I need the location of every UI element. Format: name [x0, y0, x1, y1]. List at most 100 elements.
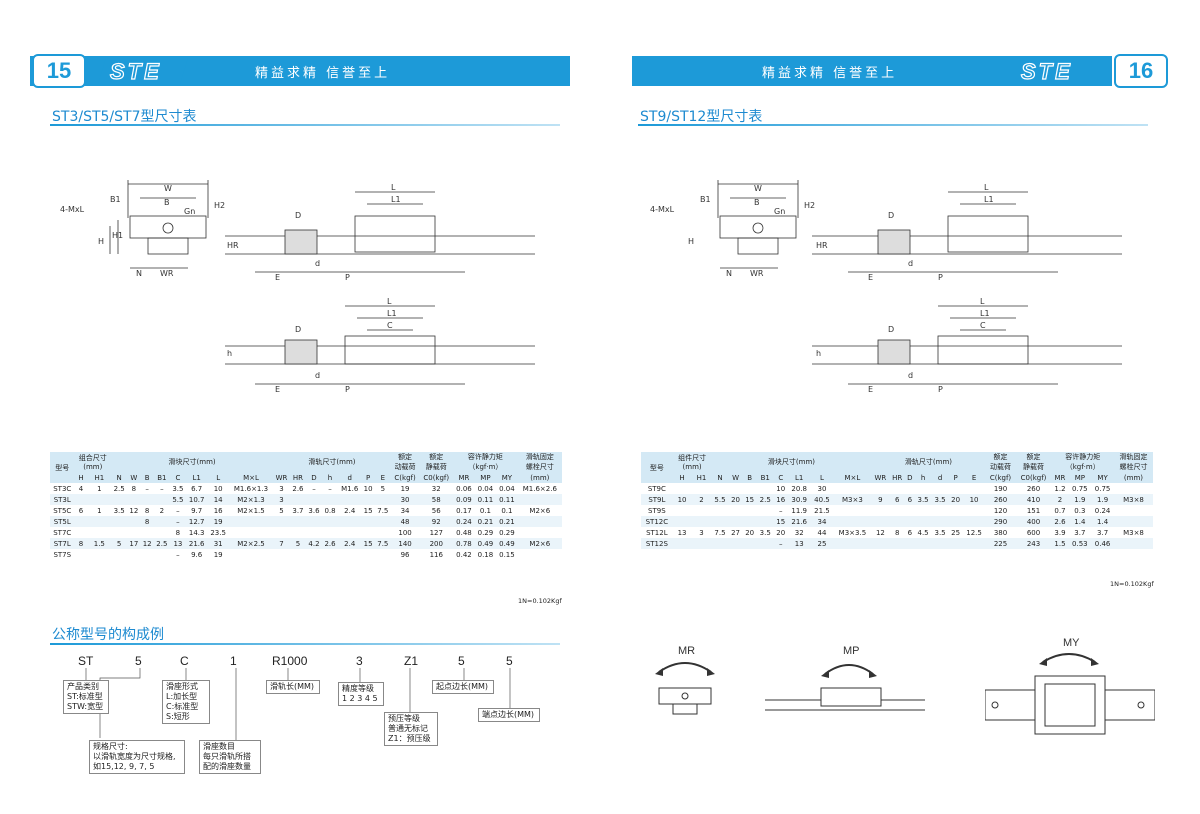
left-dim-D: D — [295, 211, 301, 220]
code-C: C — [180, 654, 189, 668]
left-table-cell: – — [145, 484, 149, 493]
left-dim-Gn: Gn — [184, 207, 195, 216]
left-table-head2-12: D — [305, 472, 322, 483]
left-table-cell: 2.4 — [344, 506, 356, 515]
left-table-cell — [289, 494, 306, 505]
box-precision: 精度等级 1 2 3 4 5 — [338, 682, 384, 706]
right-table-cell: 8 — [894, 528, 900, 537]
left-dim-H: H — [98, 237, 104, 246]
moment-mp-label: MP — [843, 645, 860, 657]
left-table-cell: ST7C — [53, 528, 72, 537]
right-table-head1-7: 滑轨固定 螺栓尺寸 — [1113, 452, 1153, 472]
left-table-cell: 0.8 — [324, 506, 336, 515]
left-table-cell: 3.7 — [292, 506, 304, 515]
right-table-cell: 2 — [691, 494, 712, 505]
left-table-cell: 14.3 — [188, 528, 205, 537]
right-table-cell: 15 — [742, 494, 757, 505]
left-table-head2-18: C0(kgf) — [419, 472, 454, 483]
left-table-cell: 12 — [140, 538, 154, 549]
right-table-cell — [1114, 505, 1153, 516]
left-table-head1-1: 组合尺寸 (mm) — [74, 452, 112, 472]
right-table-cell: 120 — [993, 506, 1008, 515]
right-table-cell — [672, 516, 692, 527]
right-table-head2-8: L — [810, 472, 834, 483]
right-dim-WR: WR — [750, 269, 764, 278]
box-category: 产品类别 ST:标准型 STW:宽型 — [63, 680, 109, 714]
left-dim-N: N — [136, 269, 142, 278]
right-dim-W: W — [754, 184, 762, 193]
box-form-title: 滑座形式 — [166, 682, 198, 691]
right-table-cell: 13 — [677, 528, 687, 537]
right-table-cell: – — [779, 506, 783, 515]
left-dim-h: h — [227, 349, 232, 358]
right-table-cell — [931, 538, 949, 549]
left-table-cell: 2 — [159, 506, 165, 515]
left-table-cell: 8 — [140, 516, 154, 527]
right-table-cell: 25 — [951, 528, 961, 537]
right-dim-B: B — [754, 198, 760, 207]
left-table-cell: 10.7 — [185, 494, 208, 505]
left-table-cell — [111, 527, 127, 538]
left-table-cell — [111, 494, 128, 505]
right-table-cell: 16 — [773, 494, 788, 505]
right-dim-N: N — [726, 269, 732, 278]
left-table-cell: 23.5 — [210, 528, 226, 537]
right-table-cell: 25 — [810, 538, 834, 549]
right-table-cell: 0.3 — [1074, 506, 1086, 515]
left-table-cell — [375, 549, 391, 560]
right-table-cell — [914, 516, 932, 527]
left-table-head1-4: 额定 动载荷 — [390, 452, 420, 472]
left-table-cell: – — [176, 550, 180, 559]
right-table-head2-18: C0(kgf) — [1015, 472, 1052, 483]
left-table-head1-6: 容许静力矩 （kgf·m） — [453, 452, 518, 472]
right-cross-section-drawing: W B B1 4-MxL Gn H2 H N WR — [650, 180, 815, 278]
right-table-cell: 0.75 — [1072, 484, 1088, 493]
right-table-cell: ST12C — [641, 516, 673, 527]
left-table-cell: 6.7 — [191, 484, 203, 493]
left-table-cell: 15 — [363, 506, 373, 515]
left-table-cell: 0.1 — [501, 506, 513, 515]
right-dim-E-2: E — [868, 385, 873, 394]
right-table-cell: ST9L — [641, 494, 673, 505]
right-table-cell — [672, 538, 692, 549]
box-size-title: 规格尺寸: — [93, 742, 128, 751]
right-dim-d: d — [908, 259, 913, 268]
left-table-cell — [74, 516, 88, 527]
left-slogan: 精益求精 信誉至上 — [255, 66, 391, 81]
right-table-cell — [691, 538, 712, 549]
left-table-cell: 12.7 — [185, 516, 208, 527]
left-table-cell: – — [160, 484, 164, 493]
left-table-cell: 5 — [289, 538, 306, 549]
left-table-cell: 116 — [429, 550, 443, 559]
left-table-head2-15: P — [361, 472, 375, 483]
right-table-cell: 3.5 — [934, 528, 946, 537]
right-table-head2-6: C — [773, 472, 788, 483]
left-dim-L-2: L — [387, 297, 392, 306]
left-table-cell: 0.06 — [456, 484, 472, 493]
right-side-view-2: L L1 C D d h E P — [812, 297, 1122, 394]
left-dim-L: L — [391, 183, 396, 192]
left-table-cell: 100 — [398, 528, 412, 537]
right-table-head2-20: MP — [1068, 472, 1092, 483]
left-dim-D-2: D — [295, 325, 301, 334]
left-table-cell — [361, 494, 375, 505]
right-table-cell — [711, 538, 729, 549]
left-table-head2-4: B — [140, 472, 154, 483]
box-form-line2: C:标准型 — [166, 702, 199, 711]
left-table-cell: 10 — [363, 484, 373, 493]
left-table-cell: 4 — [78, 484, 84, 493]
right-table-cell — [743, 483, 757, 494]
right-dim-L1-2: L1 — [980, 309, 990, 318]
left-table-cell — [127, 494, 141, 505]
right-table-head2-17: C(kgf) — [985, 472, 1016, 483]
left-table-head1-0: 型号 — [50, 452, 75, 483]
left-table-cell — [290, 549, 306, 560]
right-table-cell: 30 — [817, 484, 827, 493]
left-table-cell: – — [312, 484, 316, 493]
left-table-cell: M2×1.5 — [237, 506, 265, 515]
right-table-head2-15: P — [948, 472, 963, 483]
right-table-cell — [962, 516, 986, 527]
left-table-cell: 9.7 — [191, 506, 203, 515]
